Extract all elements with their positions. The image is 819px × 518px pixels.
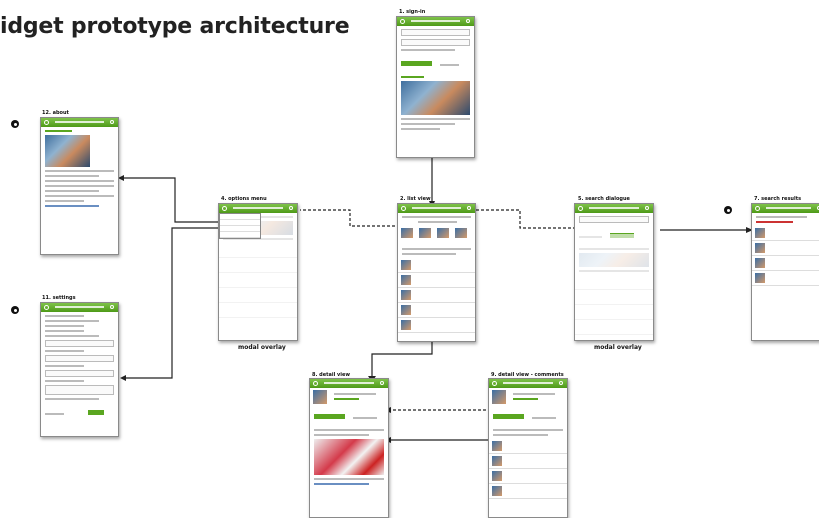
screen-options: [218, 203, 298, 341]
label-signin: 1. sign-in: [399, 9, 426, 15]
arrowhead: [118, 175, 124, 181]
label-options: 4. options menu: [221, 196, 267, 202]
screen-detail: [309, 378, 389, 518]
label-search: 5. search dialogue: [578, 196, 630, 202]
connector-options-about: [120, 177, 258, 223]
connector-list-search: [466, 209, 575, 229]
label-about: 12. about: [42, 110, 69, 116]
entry-point-badge: [724, 206, 732, 214]
entry-point-badge: [11, 306, 19, 314]
connector-list-detail: [371, 342, 433, 378]
entry-point-badge: [11, 120, 19, 128]
screen-signin: [396, 16, 475, 158]
screen-listview: [397, 203, 476, 342]
screen-search: [574, 203, 654, 341]
caption-options: modal overlay: [238, 344, 286, 351]
screen-comments: [488, 378, 568, 518]
label-listview: 2. list view: [400, 196, 431, 202]
screen-settings: [40, 302, 119, 437]
label-detail: 8. detail view: [312, 372, 351, 378]
diagram-title: idget prototype architecture: [0, 14, 350, 39]
connector-options-settings: [122, 227, 258, 379]
caption-search: modal overlay: [594, 344, 642, 351]
label-comments: 9. detail view - comments: [491, 372, 564, 378]
screen-about: [40, 117, 119, 255]
connector-list-options: [300, 209, 400, 227]
screen-results: [751, 203, 819, 341]
options-menu[interactable]: [219, 213, 261, 239]
label-settings: 11. settings: [42, 295, 76, 301]
arrowhead: [746, 227, 753, 233]
label-results: 7. search results: [754, 196, 802, 202]
arrowhead: [120, 375, 126, 381]
